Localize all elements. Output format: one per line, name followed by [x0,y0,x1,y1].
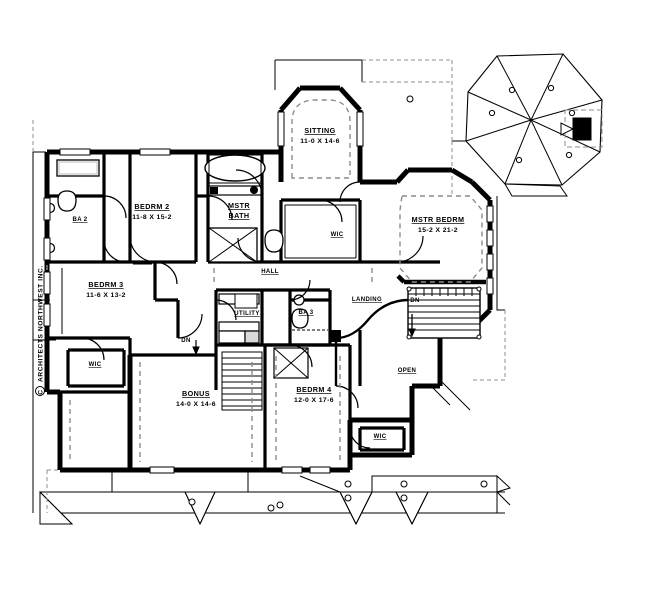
label-wic-master: WIC [331,232,344,238]
door-swings-group [81,169,424,449]
windows-group [43,111,494,474]
washer-dryer [218,330,246,344]
room-label-bedrm4-dim: 12-0 X 17-6 [294,397,334,404]
landing-railing [334,298,409,386]
room-label-bedrm4-name: BEDRM 4 [296,385,331,394]
room-label-mstr-bedrm-name: MSTR BEDRM [412,215,465,224]
railing-post [331,330,341,342]
room-label-sitting-name: SITTING [304,126,335,135]
label-dn-stair: DN [410,298,419,304]
exterior-walls-group [44,85,493,473]
room-label-bonus-name: BONUS [182,389,210,398]
roof-hip-corners [184,491,429,526]
roof-overhang-group [32,53,603,526]
label-ba3: BA 3 [298,310,313,316]
label-ba2: BA 2 [72,217,87,223]
small-labels-group: BA 2 BA 3 UTILITY HALL WIC WIC WIC LANDI… [72,217,419,440]
room-labels-group: SITTING 11-0 X 14-6 MSTR BEDRM 15-2 X 21… [86,126,464,408]
sink-fixture-ba3 [293,294,305,306]
room-label-mstr-bath-line1: MSTR [228,201,250,210]
staircase-down-bonus [192,340,263,411]
room-label-bedrm3-name: BEDRM 3 [88,280,123,289]
label-wic-bedrm4: WIC [374,434,387,440]
room-label-bedrm2-dim: 11-8 X 15-2 [132,214,172,221]
shower-stall-master [208,227,258,263]
roof-post-markers [188,95,488,512]
room-label-bedrm3-dim: 11-6 X 13-2 [86,292,126,299]
toilet-fixture-master [264,229,284,253]
toilet-fixture-ba3 [291,308,309,329]
shower-stall-ba3 [273,347,309,379]
ceiling-tray-dashed-group [46,99,483,462]
closet-shelves-group [61,204,357,334]
copyright-text: ARCHITECTS NORTHWEST INC. [38,265,45,382]
copyright-symbol: C [37,389,44,394]
chimney-flue [560,109,603,148]
plumbing-fixtures-group [43,154,328,379]
label-dn-bonus: DN [181,338,190,344]
room-label-mstr-bedrm-dim: 15-2 X 21-2 [418,227,458,234]
room-label-bonus-dim: 14-0 X 14-6 [176,401,216,408]
label-utility: UTILITY [234,311,259,317]
room-label-mstr-bath-line2: BATH [228,211,249,220]
copyright-block: C ARCHITECTS NORTHWEST INC. [35,265,45,396]
bathtub-fixture [204,154,266,182]
label-hall: HALL [261,269,279,275]
toilet-fixture-ba2 [57,190,77,212]
staircase-down [396,274,486,340]
room-label-bedrm2-name: BEDRM 2 [134,202,169,211]
label-landing: LANDING [352,297,382,303]
label-open: OPEN [398,368,417,374]
label-wic-bedrm3: WIC [89,362,102,368]
room-label-sitting-dim: 11-0 X 14-6 [300,138,340,145]
